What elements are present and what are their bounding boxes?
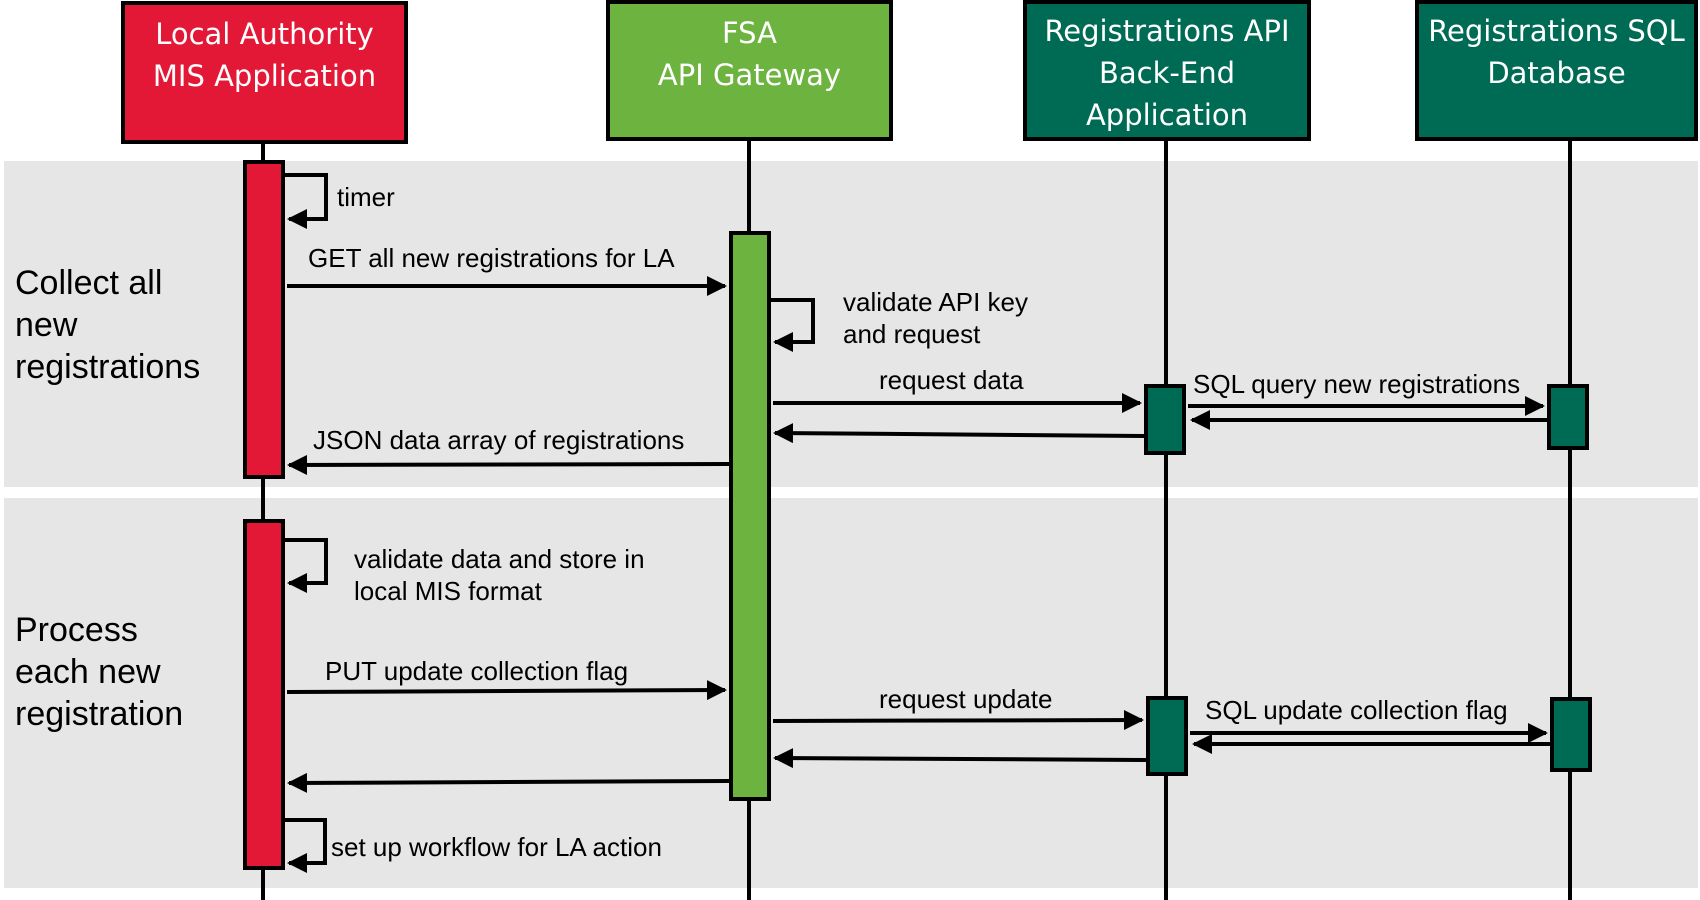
activation-local-authority-collect [243,160,285,479]
participant-gateway: FSA API Gateway [606,0,893,141]
label-json-array: JSON data array of registrations [313,425,685,455]
self-loop-timer [285,173,328,229]
self-loop-validate-store [285,538,328,593]
participant-backend-line-2: Back-End [1099,56,1235,90]
participant-local-authority-line-2: MIS Application [152,59,377,93]
arrow-request-data-return [773,423,1145,444]
label-request-update: request update [879,684,1053,714]
self-loop-workflow [285,818,327,873]
participant-local-authority-line-1: Local Authority [155,17,374,51]
arrow-process-return [287,772,730,793]
arrow-request-update [772,710,1144,731]
activation-backend-2 [1146,696,1188,776]
activation-local-authority-process [243,519,285,870]
phase-band-process [4,498,1698,888]
participant-local-authority: Local Authority MIS Application [121,1,408,144]
activation-database-2 [1550,697,1592,772]
arrow-put-flag [286,680,727,701]
participant-database-line-1: Registrations SQL [1428,14,1685,48]
participant-database-line-2: Database [1487,56,1626,90]
activation-backend-1 [1144,384,1186,455]
participant-backend-line-1: Registrations API [1044,14,1290,48]
participant-gateway-line-1: FSA [722,16,777,50]
arrow-json-array [287,454,730,475]
label-timer: timer [337,182,395,212]
arrow-request-update-return [773,748,1147,769]
participant-backend: Registrations API Back-End Application [1023,0,1311,141]
label-validate-store: validate data and store in local MIS for… [354,544,645,606]
phase-label-process: Process each new registration [15,611,184,733]
label-validate-key: validate API key and request [843,287,1028,349]
self-loop-validate-key [771,298,815,352]
label-workflow: set up workflow for LA action [331,832,662,862]
label-sql-update: SQL update collection flag [1205,695,1508,725]
label-get-new: GET all new registrations for LA [308,243,675,273]
lifeline-database [1568,138,1572,900]
label-put-flag: PUT update collection flag [325,656,629,686]
label-request-data: request data [879,365,1024,395]
phase-label-collect: Collect all new registrations [15,264,201,386]
label-sql-query: SQL query new registrations [1193,369,1521,399]
activation-gateway [729,231,771,801]
participant-database: Registrations SQL Database [1415,0,1698,141]
activation-database-1 [1547,384,1589,450]
participant-gateway-line-2: API Gateway [657,58,842,92]
lifeline-backend [1164,138,1168,900]
participant-backend-line-3: Application [1085,98,1249,132]
